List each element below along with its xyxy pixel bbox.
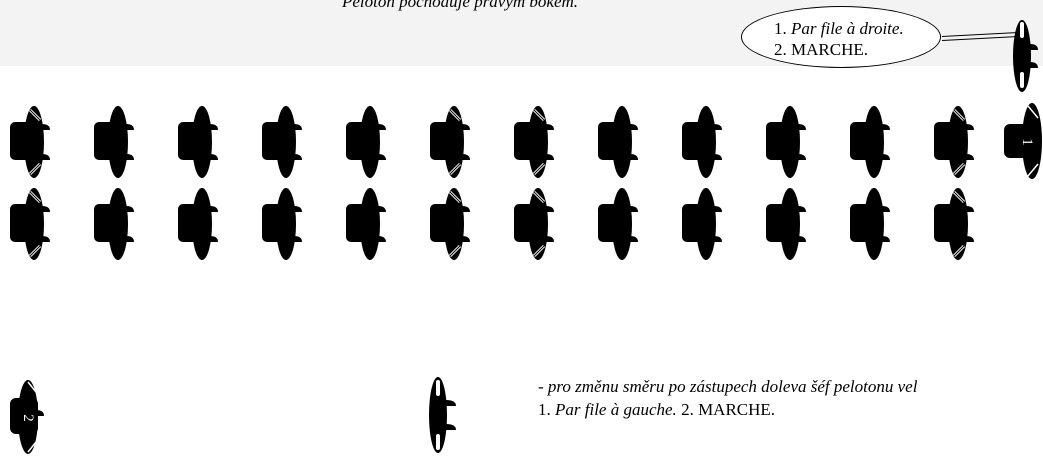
soldier-icon [850, 106, 890, 178]
soldier-icon [178, 106, 218, 178]
soldier-icon [766, 188, 806, 260]
soldier-icon [10, 188, 50, 260]
marker-soldier-1-icon: 1 [1004, 103, 1042, 179]
bubble-line1-num: 1. [774, 19, 787, 38]
marker-2-label: 2 [20, 414, 36, 422]
bubble-line2: 2. MARCHE. [774, 40, 868, 59]
soldier-icon [178, 188, 218, 260]
marker-1-label: 1 [1019, 138, 1035, 146]
soldier-icon [262, 106, 302, 178]
caption: Peloton pochoduje pravým bokem. [342, 0, 579, 11]
soldier-icon [934, 106, 974, 178]
officer-lower-icon [429, 377, 456, 453]
soldier-icon [598, 188, 638, 260]
soldier-icon [682, 106, 722, 178]
soldier-icon [94, 188, 134, 260]
soldier-icon [766, 106, 806, 178]
bubble-line1-cmd: Par file à droite. [791, 19, 904, 38]
soldier-icon [514, 188, 554, 260]
soldier-icon [430, 188, 470, 260]
soldier-icon [682, 188, 722, 260]
soldier-icon [430, 106, 470, 178]
note-line2-cmd: Par file à gauche. [555, 400, 677, 419]
soldier-icon [850, 188, 890, 260]
soldier-icon [346, 188, 386, 260]
soldier-icon [934, 188, 974, 260]
note-line2-num: 1. [538, 400, 551, 419]
instruction-note: - pro změnu směru po zástupech doleva šé… [538, 375, 917, 421]
soldier-icon [94, 106, 134, 178]
soldier-icon [346, 106, 386, 178]
note-line2-rest: 2. MARCHE. [681, 400, 776, 419]
speech-bubble-text: 1. Par file à droite. 2. MARCHE. [774, 18, 904, 60]
soldier-icon [598, 106, 638, 178]
note-line1: - pro změnu směru po zástupech doleva šé… [538, 377, 918, 396]
soldier-icon [262, 188, 302, 260]
officer-icon [1013, 20, 1038, 92]
soldier-icon [514, 106, 554, 178]
marker-soldier-2-icon: 2 [10, 380, 44, 454]
speech-bubble [741, 6, 941, 68]
soldier-icon [10, 106, 50, 178]
